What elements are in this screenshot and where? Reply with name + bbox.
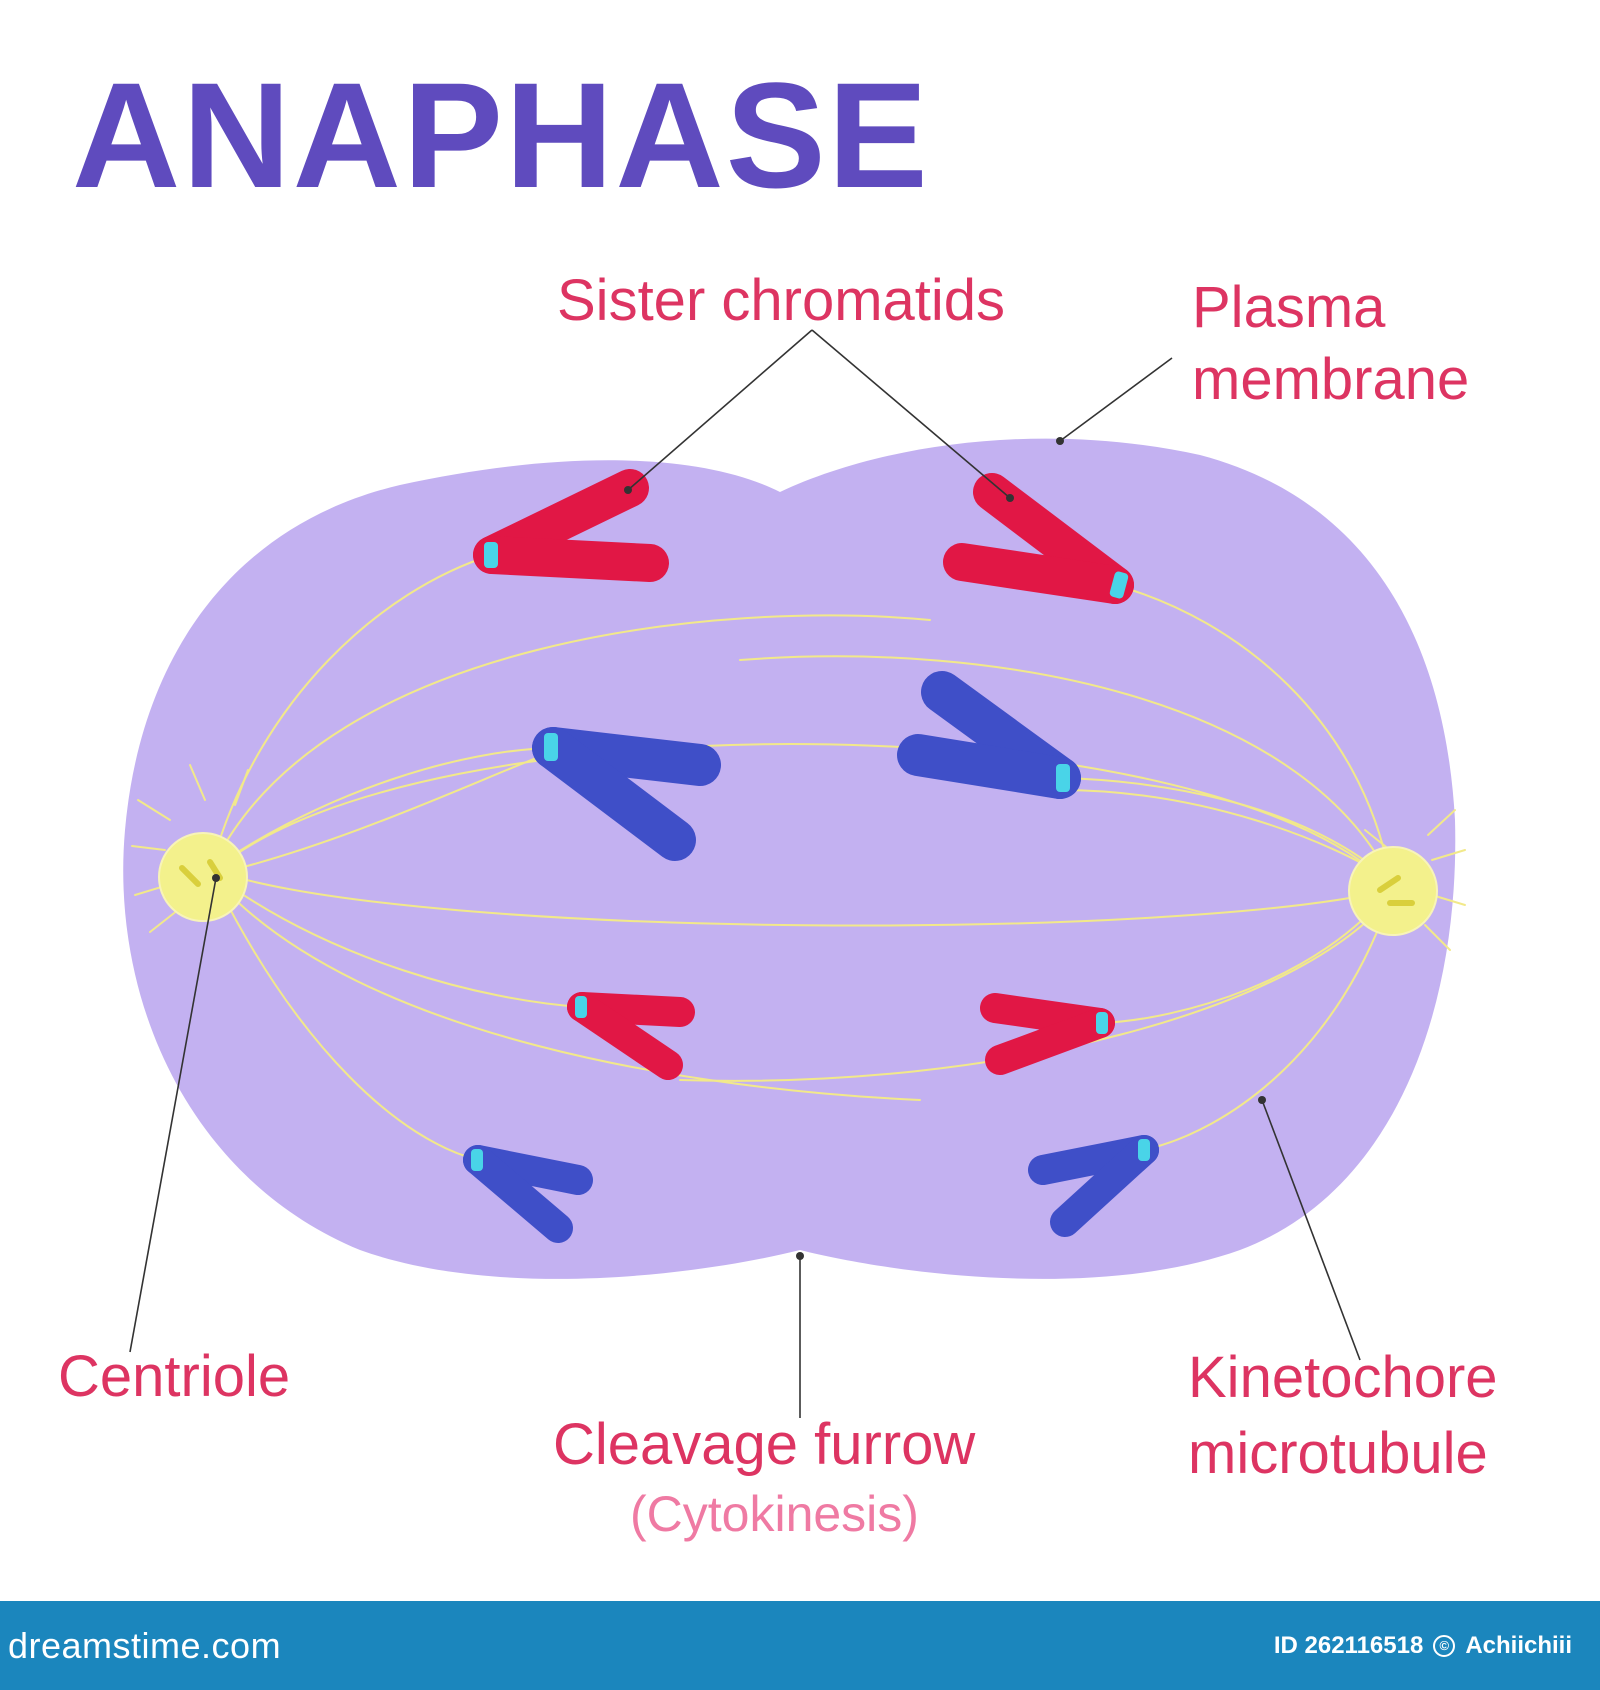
left-centriole — [158, 832, 248, 922]
leader-sister-chromatids-right — [811, 329, 1011, 499]
chromatid-red-lower-right — [980, 993, 1115, 1075]
leader-centriole — [129, 877, 217, 1353]
footer-image-id: ID 262116518 — [1273, 1631, 1424, 1659]
label-plasma-membrane-line1: Plasma — [1192, 275, 1386, 340]
copyright-icon: © — [1433, 1634, 1456, 1657]
leader-plasma-membrane — [1059, 357, 1173, 442]
label-cytokinesis: (Cytokinesis) — [630, 1486, 919, 1542]
chromatid-blue-bottom-left — [463, 1145, 593, 1243]
chromatid-red-upper-right — [943, 473, 1134, 604]
right-centriole — [1348, 846, 1438, 936]
label-kinetochore-line2: microtubule — [1188, 1421, 1488, 1486]
label-plasma-membrane-line2: membrane — [1192, 347, 1470, 412]
kinetochore-microtubules — [213, 554, 1393, 1161]
label-sister-chromatids: Sister chromatids — [557, 268, 1006, 333]
diagram-title: ANAPHASE — [72, 51, 930, 219]
leader-lines — [129, 329, 1361, 1418]
chromatid-blue-bottom-right — [1028, 1135, 1159, 1237]
chromatid-red-upper-left — [473, 469, 669, 582]
chromatid-red-lower-left — [567, 992, 695, 1080]
label-cleavage-furrow: Cleavage furrow — [553, 1412, 976, 1477]
anaphase-diagram — [123, 329, 1466, 1418]
label-centriole: Centriole — [58, 1344, 291, 1409]
leader-sister-chromatids-left — [627, 329, 813, 491]
label-kinetochore-line1: Kinetochore — [1188, 1345, 1498, 1410]
label-kinetochore-microtubule: Kinetochore microtubule — [1188, 1340, 1498, 1492]
leader-kinetochore — [1261, 1099, 1361, 1361]
cell-body — [123, 438, 1456, 1279]
label-plasma-membrane: Plasma membrane — [1192, 272, 1469, 416]
chromatid-blue-middle-left — [532, 727, 721, 861]
chromatid-blue-middle-right — [897, 671, 1081, 799]
footer-credit: ID 262116518 © Achiichiii — [1274, 1632, 1572, 1660]
footer-bar: dreamstime.com ID 262116518 © Achiichiii — [0, 1601, 1600, 1690]
footer-logo[interactable]: dreamstime.com — [8, 1624, 282, 1666]
footer-author[interactable]: Achiichiii — [1465, 1631, 1572, 1659]
leader-dots — [212, 437, 1266, 1260]
